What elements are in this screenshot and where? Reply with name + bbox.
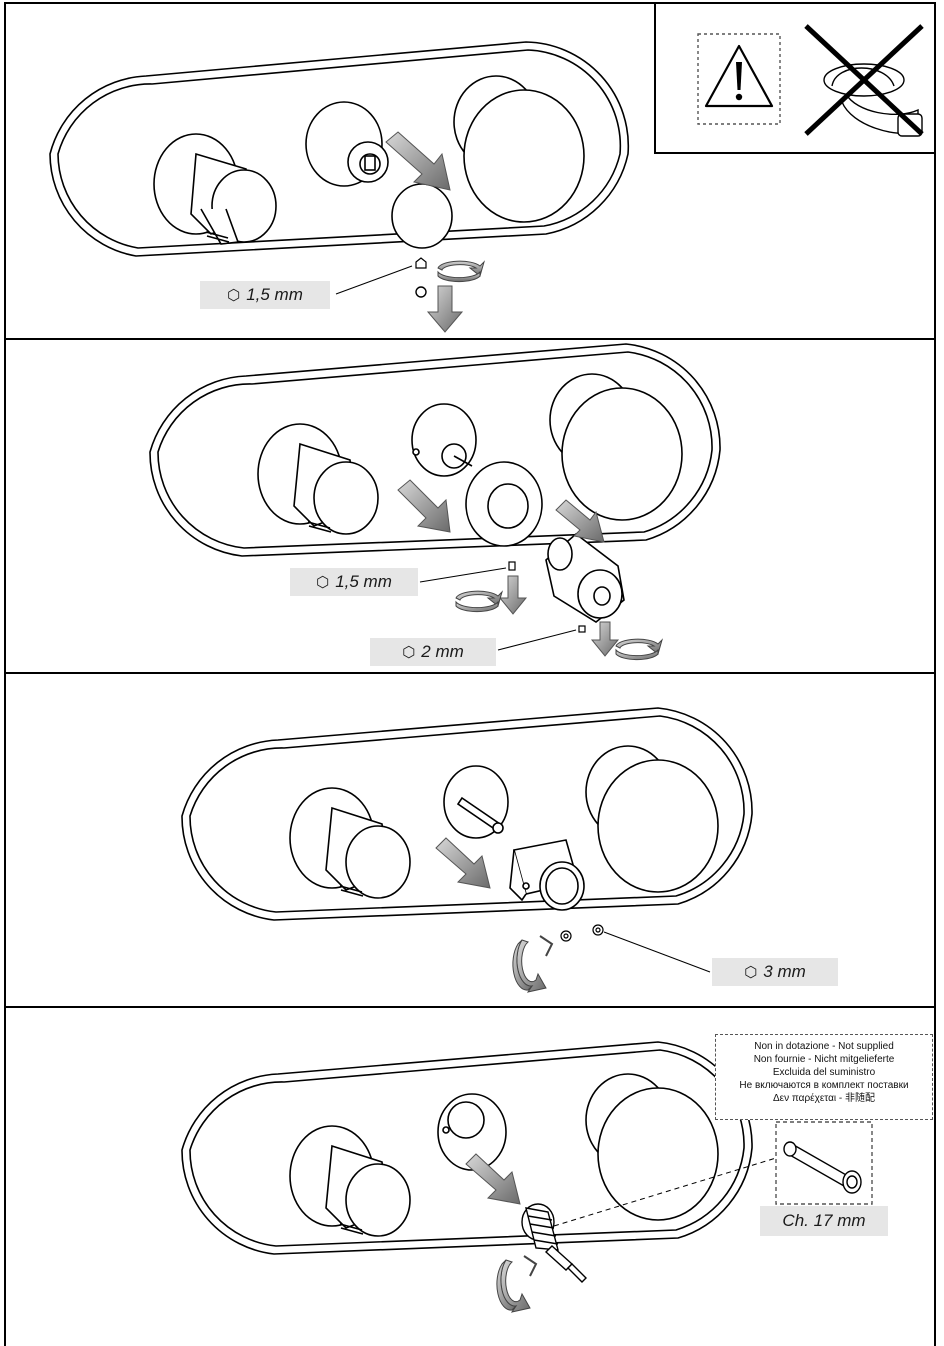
diverter-cartridge	[443, 765, 509, 839]
direction-arrow-icon	[426, 285, 464, 333]
direction-arrow-icon	[385, 131, 451, 191]
direction-arrow-icon	[590, 621, 620, 657]
rotate-arrow-icon	[496, 1255, 538, 1313]
diverter-cartridge	[521, 1203, 587, 1283]
cover-plate	[149, 343, 721, 557]
spout-left	[257, 423, 379, 535]
step-4-illustration	[181, 1041, 873, 1313]
socket-wrench-icon	[783, 1141, 862, 1194]
hex-key-icon: ⬡	[744, 964, 758, 981]
spout-left	[289, 1125, 411, 1237]
hex-key-label: ⬡ 1,5 mm	[290, 568, 418, 596]
step-1-illustration	[49, 41, 630, 333]
small-knob	[391, 183, 453, 249]
rotate-arrow-icon	[512, 935, 554, 993]
thermostatic-knob	[585, 1073, 719, 1221]
step-2-illustration	[149, 343, 721, 661]
spout-left	[289, 787, 411, 899]
rotate-arrow-icon	[615, 638, 664, 661]
step-4-panel: Non in dotazione - Not supplied Non four…	[4, 1006, 936, 1346]
diverter-cartridge	[411, 403, 477, 477]
diverter-socket	[305, 101, 389, 187]
thermostatic-knob	[585, 745, 719, 893]
rotate-arrow-icon	[437, 260, 486, 283]
cartridge-socket	[437, 1093, 507, 1171]
cover-plate	[181, 707, 753, 921]
hex-key-icon: ⬡	[402, 644, 416, 661]
no-bare-hands-icon	[804, 24, 924, 137]
spout-left	[153, 133, 277, 245]
socket-size-label: Ch. 17 mm	[760, 1206, 888, 1236]
direction-arrow-icon	[498, 575, 528, 615]
warning-triangle-icon	[704, 44, 774, 108]
hex-key-label: ⬡ 3 mm	[712, 958, 838, 986]
not-supplied-note: Non in dotazione - Not supplied Non four…	[715, 1034, 933, 1120]
thermostatic-knob	[549, 373, 683, 521]
warning-illustration	[697, 24, 924, 137]
hex-key-label: ⬡ 1,5 mm	[200, 281, 330, 309]
cartridge-housing	[509, 839, 585, 911]
hex-key-icon: ⬡	[316, 574, 330, 591]
hex-key-icon: ⬡	[227, 287, 241, 304]
cover-plate	[49, 41, 630, 257]
direction-arrow-icon	[397, 479, 451, 533]
trim-ring	[465, 461, 543, 547]
direction-arrow-icon	[435, 837, 491, 889]
step-3-illustration	[181, 707, 753, 993]
rotate-arrow-icon	[455, 590, 504, 613]
direction-arrow-icon	[555, 499, 605, 543]
knob-sleeve	[545, 532, 625, 623]
hex-key-label: ⬡ 2 mm	[370, 638, 496, 666]
direction-arrow-icon	[465, 1153, 521, 1205]
thermostatic-knob	[453, 75, 585, 223]
step-3-panel: ⬡ 3 mm	[4, 672, 936, 1008]
step-2-panel: ⬡ 1,5 mm ⬡ 2 mm	[4, 338, 936, 674]
warning-inset	[654, 4, 934, 154]
step-1-panel: ⬡ 1,5 mm	[4, 2, 936, 340]
